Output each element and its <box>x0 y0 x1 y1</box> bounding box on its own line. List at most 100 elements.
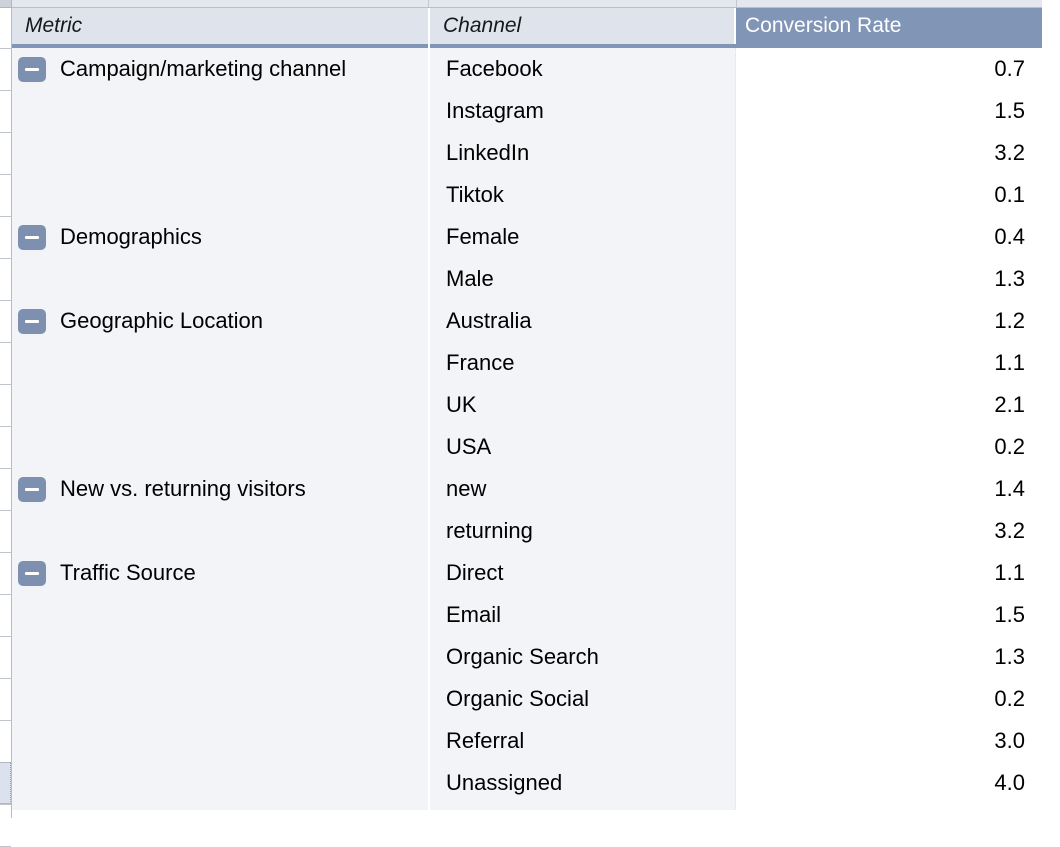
cell-metric[interactable] <box>12 90 428 132</box>
cell-metric[interactable] <box>12 678 428 720</box>
cell-metric[interactable] <box>12 636 428 678</box>
clipped-column-divider-1 <box>428 0 429 7</box>
cell-metric[interactable]: Traffic Source <box>12 552 428 594</box>
cell-metric[interactable]: Geographic Location <box>12 300 428 342</box>
cell-channel[interactable]: France <box>446 350 515 375</box>
cell-metric[interactable] <box>12 594 428 636</box>
header-divider-2 <box>734 8 736 44</box>
table-row[interactable]: Unassigned 4.0 <box>12 762 1042 804</box>
gutter-row-divider <box>0 720 11 721</box>
cell-channel[interactable]: Email <box>446 602 502 627</box>
gutter-row-divider <box>0 90 11 91</box>
cell-metric[interactable]: Campaign/marketing channel <box>12 48 428 90</box>
table-row[interactable]: returning 3.2 <box>12 510 1042 552</box>
cell-metric[interactable] <box>12 510 428 552</box>
cell-conversion-rate[interactable]: 0.2 <box>994 434 1025 459</box>
column-header-channel[interactable]: Channel <box>430 8 736 48</box>
collapse-minus-icon[interactable] <box>18 560 46 586</box>
table-row[interactable]: Demographics Female 0.4 <box>12 216 1042 258</box>
table-row[interactable]: Organic Search 1.3 <box>12 636 1042 678</box>
gutter-row-divider <box>0 636 11 637</box>
table-row[interactable]: UK 2.1 <box>12 384 1042 426</box>
collapse-minus-icon[interactable] <box>18 476 46 502</box>
cell-conversion-rate[interactable]: 2.1 <box>994 392 1025 417</box>
cell-conversion-rate[interactable]: 1.5 <box>994 98 1025 123</box>
clipped-column-divider-2 <box>736 0 737 7</box>
cell-metric[interactable] <box>12 762 428 804</box>
cell-channel[interactable]: Referral <box>446 728 525 753</box>
cell-channel[interactable]: new <box>446 476 487 501</box>
cell-conversion-rate[interactable]: 1.5 <box>994 602 1025 627</box>
cell-metric[interactable]: Demographics <box>12 216 428 258</box>
cell-conversion-rate[interactable]: 1.2 <box>994 308 1025 333</box>
cell-channel[interactable]: Unassigned <box>446 770 563 795</box>
cell-channel[interactable]: USA <box>446 434 492 459</box>
table-row[interactable]: Traffic Source Direct 1.1 <box>12 552 1042 594</box>
cell-channel[interactable]: Organic Search <box>446 644 599 669</box>
cell-metric[interactable] <box>12 258 428 300</box>
metric-label: Geographic Location <box>60 308 264 333</box>
cell-metric[interactable] <box>12 426 428 468</box>
table-row[interactable]: Organic Social 0.2 <box>12 678 1042 720</box>
cell-conversion-rate[interactable]: 0.4 <box>994 224 1025 249</box>
cell-conversion-rate[interactable]: 0.2 <box>994 686 1025 711</box>
metric-label: Traffic Source <box>60 560 196 585</box>
collapse-minus-icon[interactable] <box>18 56 46 82</box>
cell-channel[interactable]: Australia <box>446 308 532 333</box>
cell-channel[interactable]: Direct <box>446 560 504 585</box>
gutter-row-divider <box>0 594 11 595</box>
cell-conversion-rate[interactable]: 0.7 <box>994 56 1025 81</box>
data-grid: Metric Channel Conversion Rate Campaign/… <box>0 8 1060 847</box>
cell-channel[interactable]: Facebook <box>446 56 543 81</box>
cell-conversion-rate[interactable]: 1.3 <box>994 644 1025 669</box>
table-row[interactable]: New vs. returning visitors new 1.4 <box>12 468 1042 510</box>
cell-metric[interactable]: New vs. returning visitors <box>12 468 428 510</box>
column-header-metric[interactable]: Metric <box>12 8 428 48</box>
cell-channel[interactable]: Organic Social <box>446 686 590 711</box>
gutter-row-divider <box>0 510 11 511</box>
table-row[interactable]: Referral 3.0 <box>12 720 1042 762</box>
table-row[interactable]: USA 0.2 <box>12 426 1042 468</box>
collapse-minus-icon[interactable] <box>18 308 46 334</box>
table-row[interactable]: LinkedIn 3.2 <box>12 132 1042 174</box>
cell-channel[interactable]: Female <box>446 224 520 249</box>
cell-conversion-rate[interactable]: 1.1 <box>994 350 1025 375</box>
table-row[interactable]: France 1.1 <box>12 342 1042 384</box>
cell-conversion-rate[interactable]: 1.1 <box>994 560 1025 585</box>
cell-conversion-rate[interactable]: 1.3 <box>994 266 1025 291</box>
cell-channel[interactable]: LinkedIn <box>446 140 530 165</box>
table-row[interactable]: Tiktok 0.1 <box>12 174 1042 216</box>
cell-channel[interactable]: returning <box>446 518 533 543</box>
table-row[interactable]: Email 1.5 <box>12 594 1042 636</box>
cell-channel[interactable]: Tiktok <box>446 182 504 207</box>
cell-channel[interactable]: Instagram <box>446 98 544 123</box>
cell-conversion-rate[interactable]: 3.0 <box>994 728 1025 753</box>
cell-conversion-rate[interactable]: 3.2 <box>994 140 1025 165</box>
cell-metric[interactable] <box>12 720 428 762</box>
table-row[interactable]: Instagram 1.5 <box>12 90 1042 132</box>
cell-conversion-rate[interactable]: 0.1 <box>994 182 1025 207</box>
row-header-gutter[interactable] <box>0 8 12 847</box>
cell-channel[interactable]: UK <box>446 392 477 417</box>
cell-conversion-rate[interactable]: 3.2 <box>994 518 1025 543</box>
row-band-background <box>12 48 736 810</box>
table-row[interactable]: Male 1.3 <box>12 258 1042 300</box>
column-header-metric-label: Metric <box>25 14 83 37</box>
cell-metric[interactable] <box>12 384 428 426</box>
table-row[interactable]: Campaign/marketing channel Facebook 0.7 <box>12 48 1042 90</box>
cell-channel[interactable]: Male <box>446 266 494 291</box>
gutter-row-divider <box>0 48 11 49</box>
column-header-conversion-rate[interactable]: Conversion Rate <box>736 8 1042 48</box>
cell-conversion-rate[interactable]: 4.0 <box>994 770 1025 795</box>
cell-conversion-rate[interactable]: 1.4 <box>994 476 1025 501</box>
collapse-minus-icon[interactable] <box>18 224 46 250</box>
gutter-row-divider <box>0 216 11 217</box>
clipped-header-band <box>12 0 1042 8</box>
cell-metric[interactable] <box>12 342 428 384</box>
gutter-selected-row-indicator[interactable] <box>0 762 11 804</box>
cell-metric[interactable] <box>12 132 428 174</box>
table-row[interactable]: Geographic Location Australia 1.2 <box>12 300 1042 342</box>
cell-metric[interactable] <box>12 174 428 216</box>
gutter-row-divider <box>0 468 11 469</box>
